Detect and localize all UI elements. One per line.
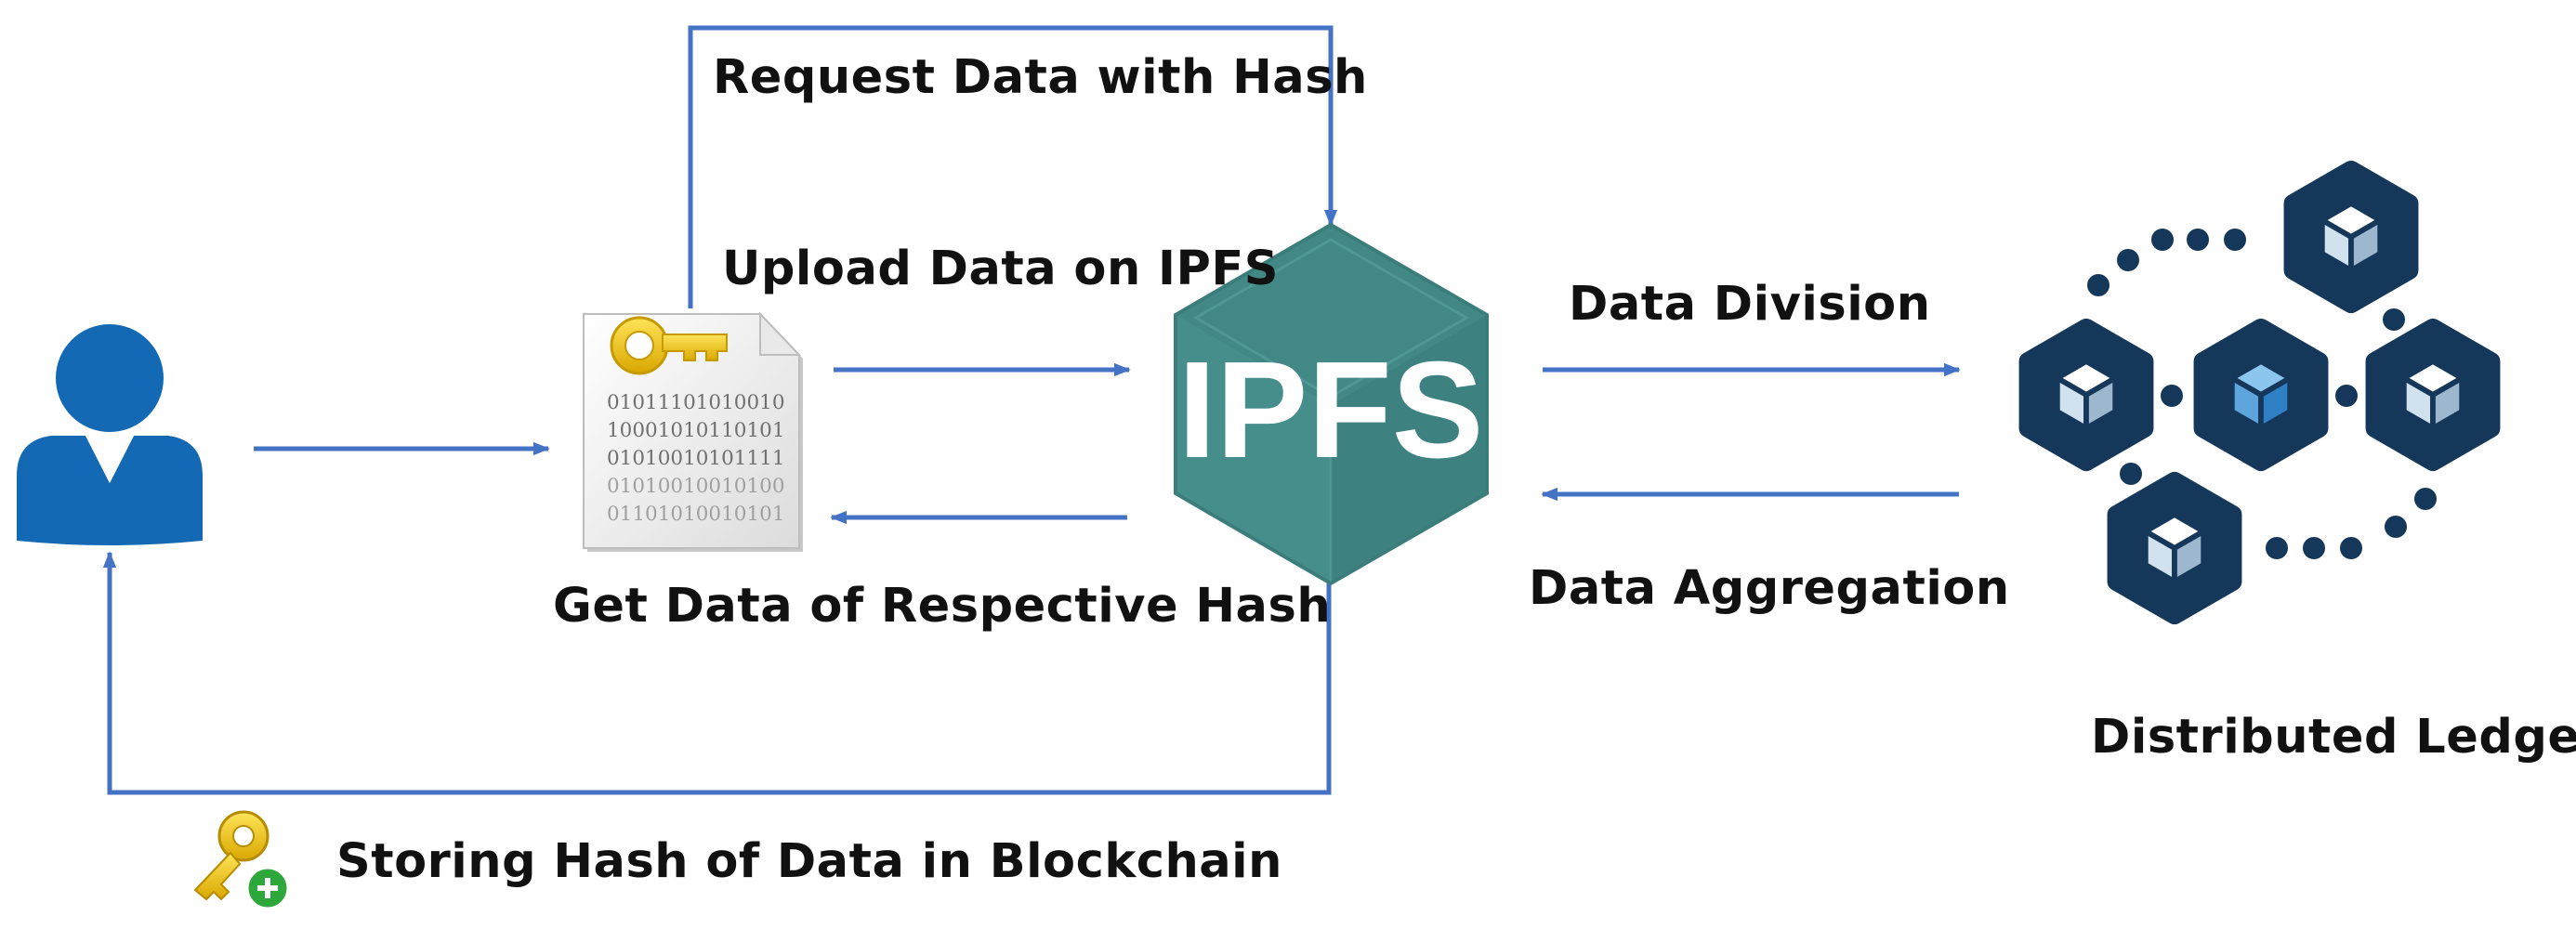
data-aggregation-label: Data Aggregation — [1529, 561, 2010, 616]
network-dot — [2187, 229, 2209, 251]
network-dot — [2414, 488, 2437, 510]
request-data-with-hash-label: Request Data with Hash — [713, 50, 1368, 105]
data-division-label: Data Division — [1569, 277, 1931, 332]
blockchain-network-icon — [2018, 160, 2501, 625]
network-dot — [2224, 229, 2246, 251]
binary-line: 01101010010101 — [607, 503, 785, 526]
ipfs-hexagon-logo-icon: IPFS — [1174, 222, 1489, 586]
network-dot — [2151, 229, 2174, 251]
distributed-ledger-label: Distributed Ledger — [2091, 710, 2576, 765]
block-cube-icon — [2283, 160, 2419, 314]
key-icon — [610, 316, 728, 375]
block-cube-icon — [2365, 318, 2501, 472]
user-icon — [17, 324, 203, 545]
binary-text: 01011101010010 10001010110101 010100101011… — [607, 391, 785, 526]
add-key-icon — [193, 810, 290, 910]
arrow-request-data-with-hash — [688, 25, 1338, 308]
network-dot — [2335, 385, 2358, 407]
network-dot — [2303, 537, 2325, 559]
network-dot — [2266, 537, 2288, 559]
storing-hash-label: Storing Hash of Data in Blockchain — [336, 834, 1282, 889]
ipfs-logo-text: IPFS — [1178, 334, 1484, 487]
network-dot — [2383, 308, 2405, 331]
binary-line: 10001010110101 — [607, 419, 785, 442]
network-dot — [2161, 385, 2183, 407]
get-data-of-respective-hash-label: Get Data of Respective Hash — [553, 579, 1332, 634]
binary-line: 01010010010100 — [607, 475, 785, 498]
block-cube-icon — [2107, 471, 2242, 625]
binary-line: 01010010101111 — [607, 447, 785, 470]
binary-line: 01011101010010 — [607, 391, 785, 414]
arrow-storing-hash-to-user — [102, 551, 1332, 795]
block-cube-icon — [2018, 318, 2154, 472]
binary-document-with-key-icon: 01011101010010 10001010110101 010100101011… — [583, 311, 803, 552]
network-dot — [2120, 463, 2142, 485]
network-dot — [2385, 516, 2407, 538]
upload-data-on-ipfs-label: Upload Data on IPFS — [722, 242, 1279, 296]
network-dot — [2117, 249, 2139, 271]
network-dot — [2087, 274, 2109, 296]
network-dot — [2340, 537, 2362, 559]
block-cube-icon — [2193, 318, 2329, 472]
